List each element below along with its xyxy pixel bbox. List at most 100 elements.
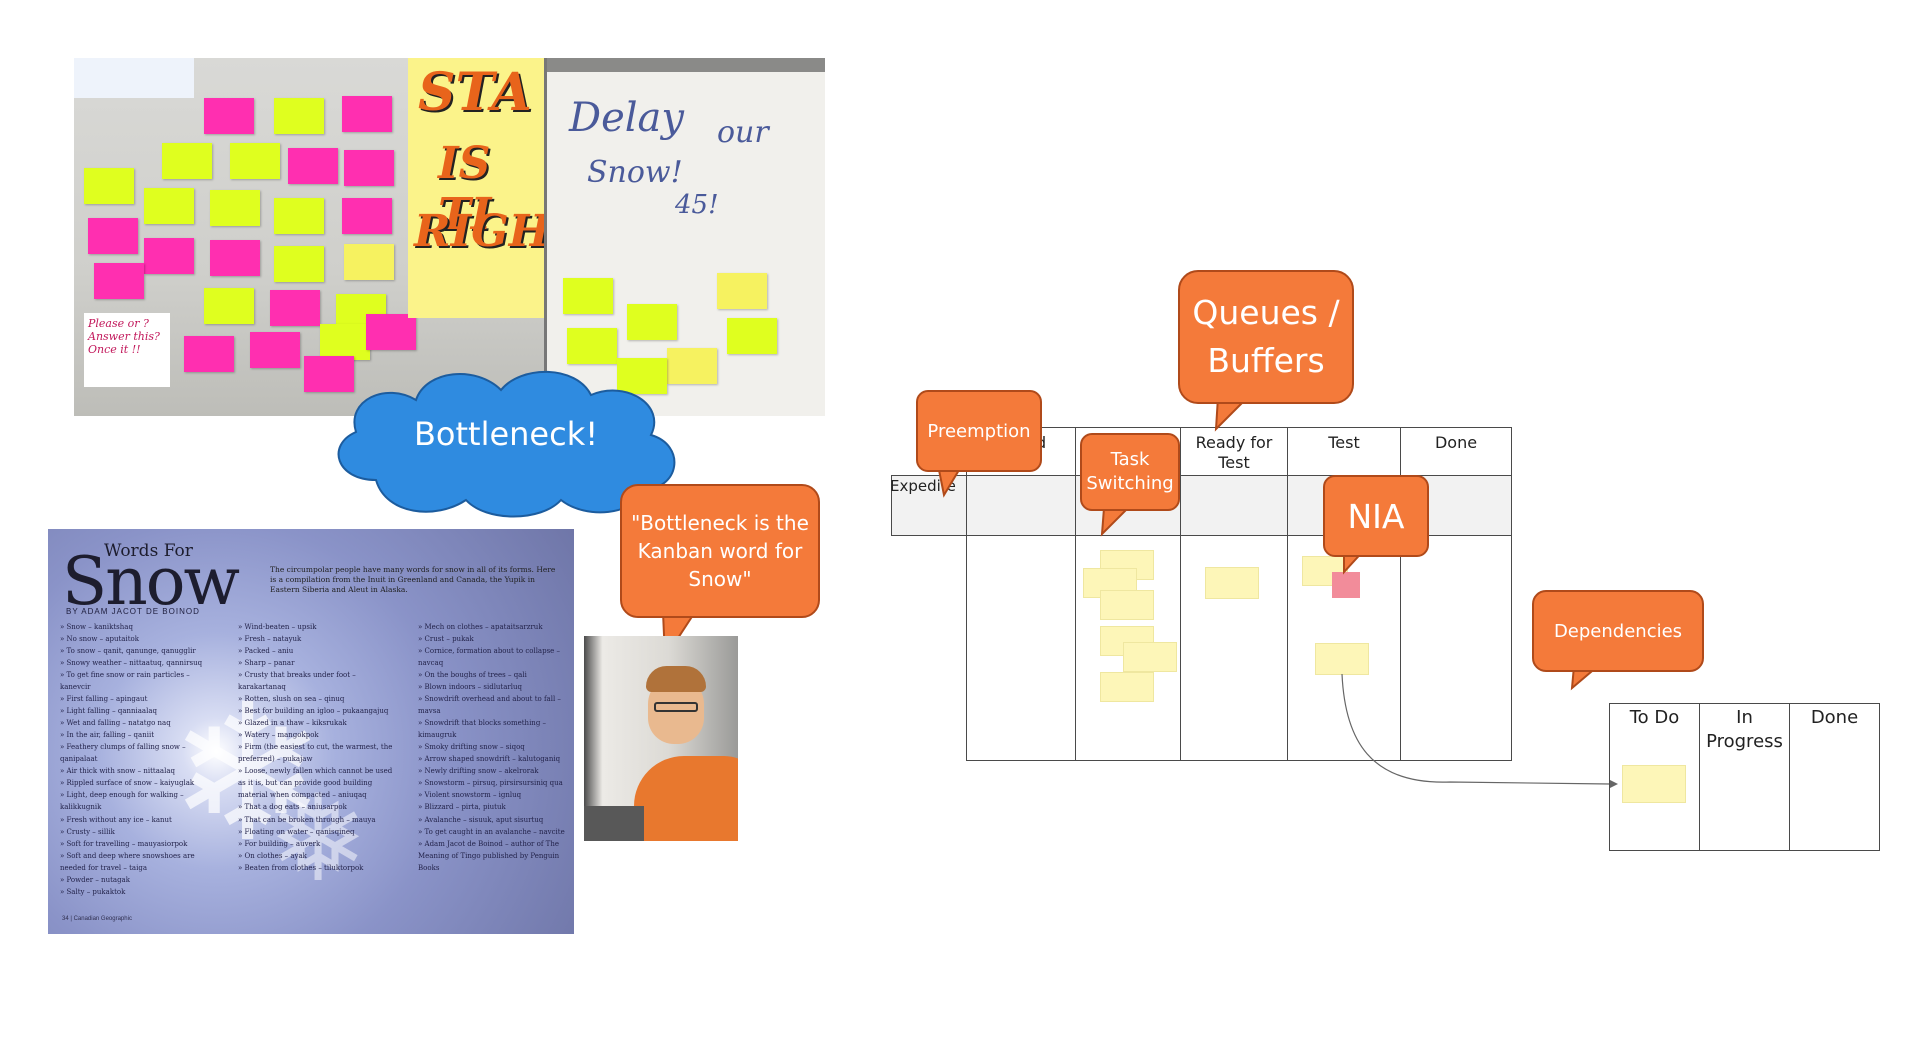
board-line: [891, 535, 1512, 536]
snow-word-entry: » To get caught in an avalanche – navcit…: [418, 827, 565, 836]
bottleneck-cloud: [337, 370, 676, 518]
snow-word-entry: » On the boughs of trees – qali: [418, 671, 527, 680]
board-line: [1879, 703, 1880, 851]
snow-word-entry: » Crusty that breaks under foot – karaka…: [238, 671, 356, 692]
snow-byline: BY ADAM JACOT DE BOINOD: [66, 607, 200, 616]
sticky-note: [617, 358, 667, 394]
snow-word-entry: » Wind-beaten – upsik: [238, 623, 317, 631]
sticky-note: [288, 148, 338, 184]
snow-intro: The circumpolar people have many words f…: [270, 565, 556, 595]
snow-word-entry: » Snowdrift that blocks something – kima…: [418, 719, 547, 740]
column-header-in-progress: In Progress: [1706, 707, 1783, 753]
cloud-label: Bottleneck!: [413, 415, 599, 453]
note-line: Answer this?: [88, 330, 160, 343]
flipchart: Delay our Snow! 45!: [544, 58, 825, 416]
snow-word-entry: » Floating on water – qanisqineq: [238, 827, 355, 836]
board-line: [1699, 703, 1700, 851]
sticky-note: [567, 328, 617, 364]
board-line: [891, 475, 892, 536]
wall-poster-corner: [74, 58, 194, 98]
sticky-note: [144, 188, 194, 224]
snow-word-entry: » That can be broken through – mauya: [238, 815, 376, 824]
snow-word-entry: » Powder – nutagak: [60, 875, 130, 884]
arrow-head: [1610, 780, 1618, 788]
kanban-card: [1302, 556, 1348, 586]
board-line: [1511, 427, 1512, 761]
snow-word-entry: » Mech on clothes – apataitsarzruk: [418, 623, 543, 631]
sticky-note: [304, 356, 354, 392]
snow-word-entry: » Violent snowstorm – ignluq: [418, 791, 522, 800]
flipchart-text: Snow!: [587, 155, 683, 190]
snow-title-big: Snow: [62, 543, 240, 620]
dependencies-bubble: Dependencies: [1532, 590, 1704, 672]
snow-word-entry: » Adam Jacot de Boinod – author of The M…: [418, 839, 560, 872]
snow-word-entry: » Fresh without any ice – kanut: [60, 815, 172, 824]
snow-word-entry: » Snowdrift overhead and about to fall –…: [418, 695, 561, 716]
sticky-note: [727, 318, 777, 354]
column-header-done: Done: [1434, 433, 1478, 452]
task-switching-bubble: Task Switching: [1080, 433, 1180, 511]
sticky-note: [274, 246, 324, 282]
snow-word-entry: » Watery – mangokpok: [238, 731, 319, 740]
kanban-card: [1622, 765, 1686, 803]
snow-footer: 34 | Canadian Geographic: [62, 916, 132, 922]
snow-word-entry: » Best for building an igloo – pukaangaj…: [238, 707, 389, 716]
handwritten-card: Please or ? Answer this? Once it !!: [84, 313, 170, 387]
snow-word-entry: » Fresh – natayuk: [238, 635, 302, 644]
snow-word-entry: » Arrow shaped snowdrift – kalutoganiq: [418, 755, 561, 764]
board-line: [1075, 427, 1076, 761]
snow-word-entry: » To snow – qanit, qanunge, qanugglir: [60, 647, 196, 656]
flipchart-text: 45!: [675, 190, 719, 220]
poster-line: RIGHT: [414, 206, 544, 257]
snow-word-entry: » Crust – pukak: [418, 635, 474, 644]
snow-word-entry: » Smoky drifting snow – siqoq: [418, 743, 525, 752]
sticky-note: [210, 240, 260, 276]
snow-word-entry: » Air thick with snow – nittaalaq: [60, 767, 175, 776]
kanban-card: [1100, 672, 1154, 702]
snow-title-small: Words For: [104, 541, 193, 561]
snow-word-entry: » Avalanche – sisuuk, aput sisurtuq: [418, 815, 544, 824]
snow-word-entry: » To get fine snow or rain particles – k…: [60, 671, 190, 692]
board-line: [891, 475, 1512, 476]
sticky-note: [204, 288, 254, 324]
snow-word-entry: » Newly drifting snow – akelrorak: [418, 767, 539, 776]
snow-word-entry: » Soft for travelling – mauyasiorpok: [60, 839, 188, 848]
kanban-card: [1205, 567, 1259, 599]
sticky-note: [84, 168, 134, 204]
start-poster: STA IS TI RIGHT: [408, 58, 544, 318]
board-line: [966, 427, 967, 761]
snowflake-icon: ❄: [168, 668, 328, 880]
snow-word-entry: » Wet and falling – natatgo naq: [60, 719, 171, 728]
sticky-note: [717, 273, 767, 309]
snow-word-entry: » Snowstorm – pirsuq, pirsirsursiniq qua: [418, 779, 563, 788]
sticky-note: [320, 324, 370, 360]
sticky-note: [667, 348, 717, 384]
sticky-note: [627, 304, 677, 340]
chair: [584, 806, 644, 841]
sticky-note: [274, 98, 324, 134]
snow-word-entry: » Crusty – sillik: [60, 827, 115, 836]
person-hair: [646, 666, 706, 692]
glasses-icon: [654, 702, 698, 712]
snowflake-icon: ❅: [268, 772, 369, 906]
snow-column-3: » Mech on clothes – apataitsarzruk » Crus…: [418, 621, 574, 874]
snow-word-entry: » Blizzard – pirta, piutuk: [418, 803, 506, 812]
board-line: [1609, 850, 1880, 851]
sticky-note: [162, 143, 212, 179]
flipchart-bar: [547, 58, 825, 72]
board-line: [966, 760, 1512, 761]
board-line: [1609, 703, 1880, 704]
snow-word-entry: » Feathery clumps of falling snow – qani…: [60, 743, 186, 764]
board-line: [1400, 427, 1401, 761]
sticky-note: [210, 190, 260, 226]
dependency-line: [1341, 673, 1611, 785]
sticky-note: [94, 263, 144, 299]
kanban-quote-bubble: "Bottleneck is the Kanban word for Snow": [620, 484, 820, 618]
board-line: [1789, 703, 1790, 851]
sticky-note: [230, 143, 280, 179]
board-line: [1180, 427, 1181, 761]
snow-column-1: » Snow – kaniktshaq» No snow – aputaitok…: [60, 621, 220, 898]
expedite-label: Expedite: [890, 477, 956, 495]
snow-word-entry: » Rotten, slush on sea – qinuq: [238, 695, 345, 704]
snow-word-entry: » Glazed in a thaw – kiksrukak: [238, 719, 347, 728]
